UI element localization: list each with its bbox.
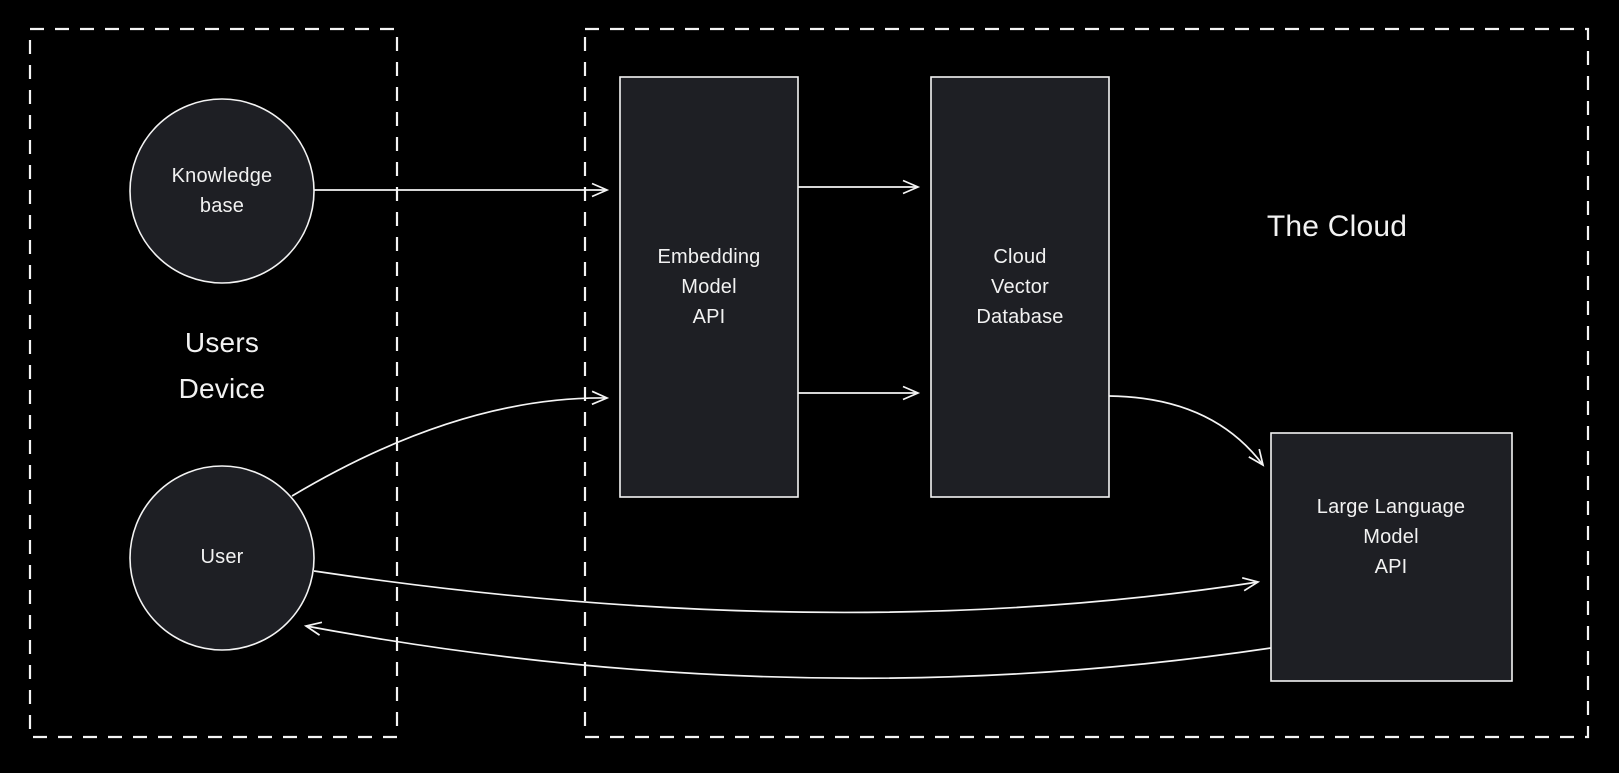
knowledge-base-label-line: base	[199, 195, 245, 217]
llm-label-line: Large Language	[1316, 496, 1466, 518]
the-cloud-group-box	[583, 27, 1590, 739]
users-device-group-box	[28, 27, 399, 739]
user-label-line: User	[200, 546, 244, 568]
edge-vector-db-to-llm	[1108, 395, 1265, 467]
users-device-group-label: Users Device	[179, 320, 266, 412]
vector-db-label-line: Database	[976, 306, 1064, 328]
users-device-label-line: Device	[178, 373, 266, 404]
llm-label-line: Model	[1363, 526, 1419, 548]
users-device-label-line: Users	[184, 327, 260, 358]
the-cloud-group-label: The Cloud	[1267, 209, 1407, 245]
large-language-model-api-node	[1270, 432, 1513, 682]
edge-user-to-embedding	[291, 390, 610, 497]
knowledge-base-label-line: Knowledge	[171, 165, 273, 187]
vector-db-label-line: Vector	[991, 276, 1049, 298]
user-label: User	[200, 542, 243, 572]
edge-user-to-llm	[313, 570, 1261, 614]
embedding-model-api-label: Embedding Model API	[658, 242, 761, 332]
cloud-vector-database-label: Cloud Vector Database	[976, 242, 1063, 332]
llm-label-line: API	[1374, 556, 1408, 578]
embedding-label-line: Model	[681, 276, 737, 298]
embedding-model-api-node	[619, 76, 799, 498]
cloud-vector-database-node	[930, 76, 1110, 498]
vector-db-label-line: Cloud	[993, 246, 1047, 268]
edge-llm-to-user	[303, 621, 1272, 680]
large-language-model-api-label: Large Language Model API	[1317, 492, 1466, 582]
user-node	[129, 465, 315, 651]
knowledge-base-label: Knowledge base	[172, 161, 273, 221]
embedding-label-line: Embedding	[657, 246, 761, 268]
the-cloud-label-line: The Cloud	[1266, 210, 1408, 243]
knowledge-base-node	[129, 98, 315, 284]
embedding-label-line: API	[692, 306, 726, 328]
